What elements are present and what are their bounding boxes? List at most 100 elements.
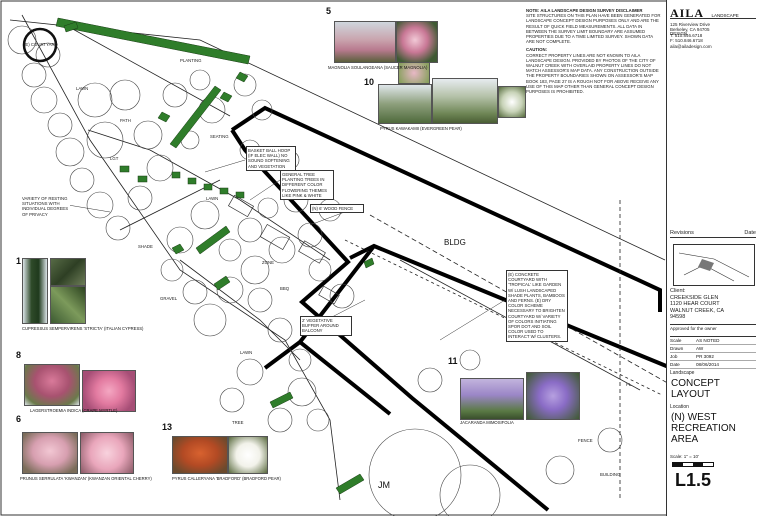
meta-value: PR 3092 — [696, 354, 714, 359]
disclaimer-body: SITE STRUCTURES ON THIS PLAN HAVE BEEN G… — [526, 13, 661, 45]
caution-title: CAUTION: — [526, 47, 548, 53]
address-line: aila@ailadesign.com — [670, 43, 712, 49]
plant-number-11: 11 — [448, 356, 458, 366]
lawn-label-2: LAWN — [206, 196, 219, 201]
fence-label: FENCE — [578, 438, 593, 443]
title-block: AILA LANDSCAPE DESIGN 125 Riverview Driv… — [666, 0, 758, 516]
crape-myrtle-closeup-photo — [82, 370, 136, 412]
client-line: 1120 HEAR COURT — [670, 301, 720, 307]
green-planters[interactable] — [55, 17, 375, 495]
firm-logo: AILA LANDSCAPE DESIGN — [670, 4, 756, 36]
cherry-caption: PRUNUS SERRULATA 'KWANZAN' (KWANZAN ORIE… — [20, 476, 152, 481]
meta-row: Drawn AW — [670, 345, 756, 353]
pear-photo — [378, 84, 432, 124]
meta-table: Scale AS NOTED Drawn AW Job PR 3092 Date 08/… — [670, 336, 756, 369]
bradford-pear-caption: PYRUS CALLERYANA 'BRADFORD' (BRADFORD PE… — [172, 476, 281, 481]
meta-value: 08/06/2014 — [696, 362, 719, 367]
location-1: (N) WEST — [671, 412, 717, 423]
bradford-pear-blossom-photo — [228, 436, 268, 474]
sheet-number: L1.5 — [675, 470, 712, 490]
client-line: CREEKSIDE GLEN — [670, 294, 719, 301]
meta-value: AW — [696, 346, 704, 351]
wood-fence-note: (N) 6' WOOD FENCE — [310, 204, 364, 214]
tree-planting-note: GENERAL TREE PLANTING TREES IN DIFFERENT… — [280, 170, 334, 201]
cherry-closeup-photo — [80, 432, 134, 474]
caution-body: CORRECT PROPERTY LINES ARE NOT KNOWN TO … — [526, 52, 659, 95]
address-line: Berkeley, CA 94705 — [670, 27, 710, 33]
date-label: Date — [744, 230, 756, 236]
pear-photo-2 — [432, 78, 498, 124]
patio-pads — [227, 194, 340, 305]
location-2: RECREATION — [671, 423, 736, 434]
client-block: Client: CREEKSIDE GLEN 1120 HEAR COURT W… — [670, 288, 756, 321]
plant-number-1: 1 — [16, 256, 22, 266]
buffer-note: 2' VEGETATIVE BUFFER AROUND BALCONY — [300, 316, 352, 336]
tree-label: TREE — [232, 420, 244, 425]
plant-number-8: 8 — [16, 350, 22, 360]
round-seating — [22, 27, 58, 63]
magnolia-caption: MAGNOLIA SOULANGEANA (SAUCER MAGNOLIA) — [328, 65, 428, 70]
seating-label: SEATING — [210, 134, 229, 139]
cypress-bark-photo — [50, 258, 86, 286]
client-label: Client: — [670, 288, 686, 294]
zone-label: ZONE — [262, 260, 274, 265]
lawn-label-1: LAWN — [76, 86, 89, 91]
cypress-photo — [22, 258, 48, 324]
key-map — [673, 244, 755, 286]
courtyard-note: (E) CONCRETE COURTYARD WITH 'TROPICAL' L… — [506, 270, 568, 342]
disclaimer-title: NOTE: AILA LANDSCAPE DESIGN SURVEY DISCL… — [526, 8, 643, 13]
magnolia-closeup-photo — [396, 21, 438, 63]
cypress-caption: CUPRESSUS SEMPERVIRENS 'STRICTA' (ITALIA… — [22, 326, 144, 331]
pear-caption: PYRUS KAWAKAMII (EVERGREEN PEAR) — [380, 126, 462, 131]
meta-value: AS NOTED — [696, 338, 720, 343]
key-map-drawing — [678, 252, 750, 282]
meta-key: Date — [670, 362, 680, 367]
pear-closeup-photo — [498, 86, 526, 118]
location-3: AREA — [671, 434, 699, 445]
lawn-label-3: LAWN — [240, 350, 253, 355]
sheet-title-1: CONCEPT — [671, 378, 720, 389]
jm-label: JM — [378, 480, 390, 490]
jacaranda-caption: JACARANDA MIMOSIFOLIA — [460, 420, 514, 425]
meta-row: Job PR 3092 — [670, 353, 756, 361]
client-line: 94598 — [670, 314, 686, 320]
cypress-foliage-photo — [50, 286, 86, 324]
logo-text: AILA — [670, 6, 705, 20]
meta-key: Drawn — [670, 346, 684, 351]
plant-number-13: 13 — [162, 422, 173, 432]
bbq-label: BBQ — [280, 286, 290, 291]
leader-lines — [67, 159, 506, 341]
basketball-note: BASKET BALL HOOP (IF ELEC WALL) NO SOUND… — [246, 146, 296, 171]
jacaranda-closeup-photo — [526, 372, 580, 420]
address-line: T: 510.846.6718 — [670, 32, 703, 38]
address-line: 125 Riverview Drive — [670, 22, 711, 27]
pl-label: PL — [626, 382, 632, 387]
disclaimer-note: NOTE: AILA LANDSCAPE DESIGN SURVEY DISCL… — [526, 8, 662, 95]
location-label: Location — [670, 404, 689, 410]
address-line: F: 510.846.6718 — [670, 38, 703, 44]
variety-note: VARIETY OF RESTING SITUATIONS WITH INDIV… — [22, 196, 70, 217]
scale-note: Scale: 1" = 10' — [670, 454, 699, 459]
bldg-label: BLDG — [444, 238, 466, 247]
lgt-label: LGT — [110, 156, 119, 161]
cherry-photo — [22, 432, 78, 474]
magnolia-photo — [334, 21, 396, 63]
meta-key: Scale — [670, 338, 682, 343]
crape-myrtle-photo — [24, 364, 80, 406]
path-label: PATH — [120, 118, 131, 123]
revisions-label: Revisions — [670, 230, 694, 236]
plant-number-10: 10 — [364, 77, 375, 87]
crape-myrtle-caption: LAGERSTROEMIA INDICA (CRAPE MYRTLE) — [30, 408, 118, 413]
approval-line: Approved for the owner — [670, 324, 756, 333]
building-outline — [230, 105, 677, 512]
jacaranda-photo — [460, 378, 524, 420]
magnolia-small-photo — [398, 62, 430, 84]
logo-sub: LANDSCAPE DESIGN — [670, 13, 739, 36]
revisions-header: Revisions Date — [670, 230, 756, 238]
gravel-label: GRAVEL — [160, 296, 178, 301]
building-label: BUILDING — [600, 472, 621, 477]
discipline-label: Landscape — [670, 370, 695, 376]
bradford-pear-photo — [172, 436, 228, 474]
meta-key: Job — [670, 354, 678, 359]
